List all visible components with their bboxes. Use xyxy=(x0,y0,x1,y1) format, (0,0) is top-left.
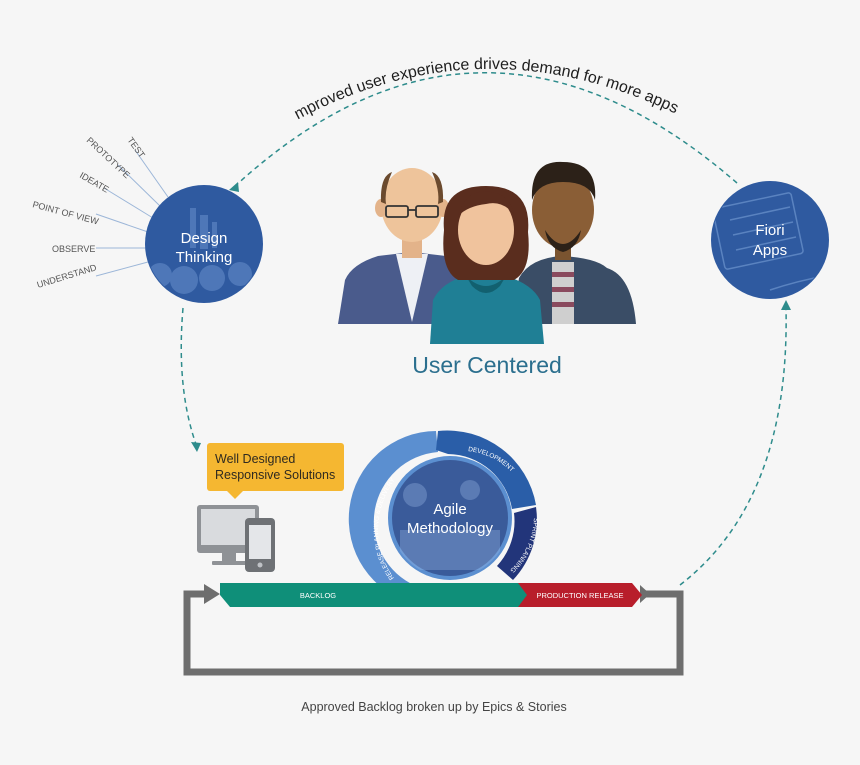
arrow-to-fiori-icon xyxy=(781,300,791,310)
ray-label-prototype: PROTOTYPE xyxy=(85,135,132,180)
loop-start-notch-icon xyxy=(640,585,650,603)
design-thinking-title-line2: Thinking xyxy=(176,249,233,266)
agile-title-line1: Agile xyxy=(433,501,466,518)
arrow-to-design-thinking-icon xyxy=(229,182,239,192)
design-thinking-title-line1: Design xyxy=(181,230,228,247)
user-centered-heading: User Centered xyxy=(412,352,562,378)
design-thinking-rays xyxy=(95,149,169,277)
connector-left-dashed xyxy=(180,307,198,448)
callout-line1: Well Designed xyxy=(215,452,296,466)
connector-right-dashed xyxy=(679,307,787,586)
responsive-devices-icon xyxy=(197,505,275,572)
solutions-callout: Well Designed Responsive Solutions xyxy=(207,443,344,491)
backlog-label: BACKLOG xyxy=(300,591,336,600)
callout-line2: Responsive Solutions xyxy=(215,468,336,482)
ray-label-observe: OBSERVE xyxy=(52,244,95,254)
callout-tail-icon xyxy=(226,490,244,499)
design-thinking-circle[interactable]: Design Thinking xyxy=(145,185,263,303)
connector-top-dashed xyxy=(232,72,738,189)
users-illustration xyxy=(338,161,636,344)
loop-arrowhead-icon xyxy=(204,584,220,604)
fiori-apps-circle[interactable]: Fiori Apps xyxy=(711,181,830,299)
ray-label-understand: UNDERSTAND xyxy=(36,262,99,290)
agile-title-line2: Methodology xyxy=(407,520,493,537)
feedback-loop xyxy=(183,590,684,676)
arrow-to-solutions-icon xyxy=(191,442,201,452)
ray-label-test: TEST xyxy=(125,135,147,160)
production-release-label: PRODUCTION RELEASE xyxy=(536,591,623,600)
ray-label-ideate: IDEATE xyxy=(78,170,111,195)
top-arc-text: Improved user experience drives demand f… xyxy=(0,0,681,123)
ray-label-point-of-view: POINT OF VIEW xyxy=(31,199,100,226)
backlog-bar[interactable]: BACKLOG xyxy=(220,583,528,607)
production-release-bar[interactable]: PRODUCTION RELEASE xyxy=(518,583,642,607)
bottom-caption: Approved Backlog broken up by Epics & St… xyxy=(301,700,566,714)
fiori-apps-title-line2: Apps xyxy=(753,242,787,259)
agile-wheel[interactable]: Agile Methodology DEVELOPMENT SPRINT PLA… xyxy=(348,430,539,604)
fiori-apps-title-line1: Fiori xyxy=(755,222,784,239)
